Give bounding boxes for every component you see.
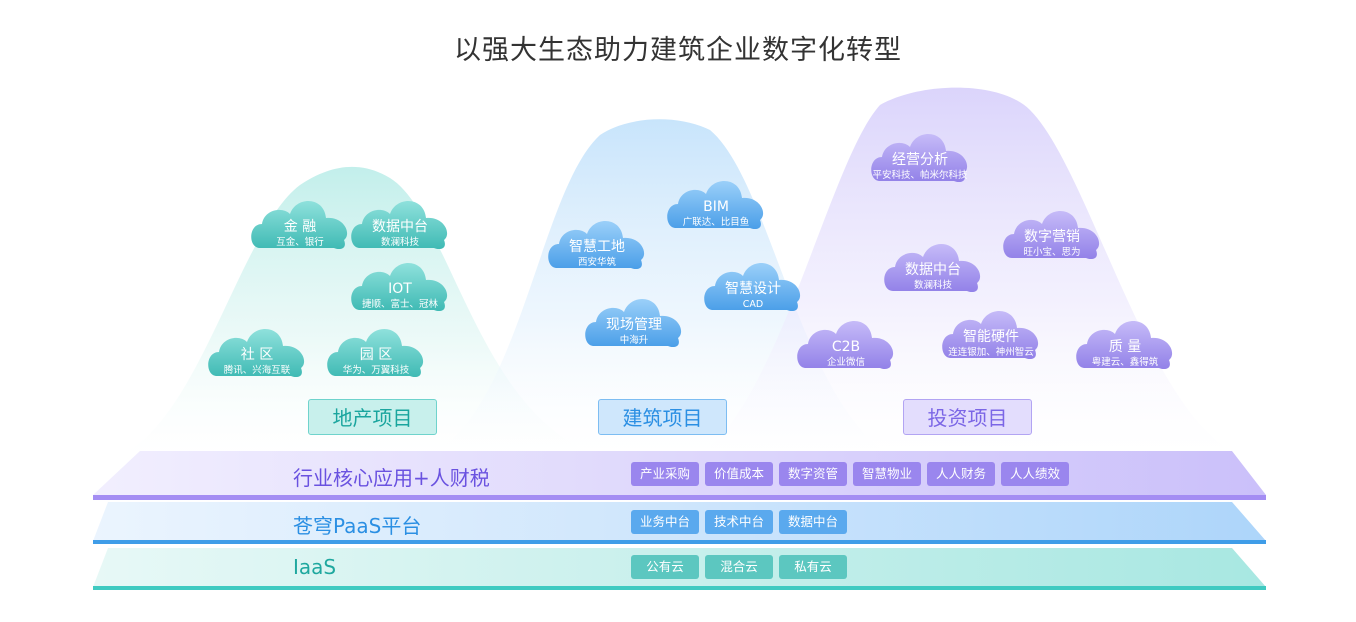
tag-iaas: 混合云: [705, 555, 773, 579]
cloud-shape: [351, 200, 448, 250]
cloud-title: BIM: [703, 199, 729, 215]
cloud-title: 数据中台: [372, 219, 428, 235]
tag-paas: 业务中台: [631, 510, 699, 534]
cloud-title: 数据中台: [905, 262, 961, 278]
cloud-shequ: 社 区腾讯、兴海互联: [208, 328, 305, 378]
cloud-shape: [251, 200, 348, 250]
cloud-subtitle: 数澜科技: [914, 279, 953, 291]
project-label-construction: 建筑项目: [598, 399, 727, 435]
cloud-subtitle: 捷顺、富士、冠林: [362, 298, 439, 310]
cloud-title: 现场管理: [606, 317, 662, 333]
project-label-realestate: 地产项目: [308, 399, 437, 435]
cloud-subtitle: 企业微信: [827, 356, 865, 368]
page-title: 以强大生态助力建筑企业数字化转型: [454, 35, 902, 66]
cloud-shape: [351, 262, 448, 312]
cloud-shape: [884, 243, 981, 293]
tag-industry: 人人绩效: [1001, 462, 1069, 486]
tag-industry: 数字资管: [779, 462, 847, 486]
cloud-shape: [208, 328, 305, 378]
cloud-title: C2B: [832, 339, 860, 355]
cloud-subtitle: 连连银加、神州智云: [948, 346, 1034, 358]
cloud-subtitle: 广联达、比目鱼: [683, 216, 750, 228]
cloud-shape: [327, 328, 424, 378]
cloud-shape: [871, 133, 968, 183]
cloud-title: 智慧工地: [569, 239, 625, 255]
cloud-subtitle: 华为、万翼科技: [343, 364, 410, 376]
layer-paas-label: 苍穹PaaS平台: [293, 514, 422, 538]
tag-industry: 智慧物业: [853, 462, 921, 486]
cloud-zhsj: 智慧设计 CAD: [704, 262, 801, 312]
cloud-title: 园 区: [360, 347, 392, 363]
cloud-yuanqu: 园 区华为、万翼科技: [327, 328, 424, 378]
cloud-subtitle: 数澜科技: [381, 236, 420, 248]
cloud-subtitle: 中海升: [620, 334, 649, 346]
layer-iaas-label: IaaS: [293, 555, 337, 579]
cloud-subtitle: CAD: [743, 299, 763, 310]
cloud-shape: [942, 310, 1039, 360]
tag-industry: 人人财务: [927, 462, 995, 486]
cloud-title: 质 量: [1109, 339, 1141, 355]
tag-paas: 数据中台: [779, 510, 847, 534]
cloud-subtitle: 旺小宝、思为: [1023, 246, 1080, 258]
cloud-shape: [585, 298, 682, 348]
project-label-investment: 投资项目: [903, 399, 1032, 435]
cloud-shape: [667, 180, 764, 230]
cloud-title: 数字营销: [1024, 229, 1080, 245]
cloud-subtitle: 平安科技、帕米尔科技: [872, 169, 968, 181]
cloud-shape: [1076, 320, 1173, 370]
cloud-shape: [548, 220, 645, 270]
cloud-shape: [704, 262, 801, 312]
cloud-title: 经营分析: [892, 152, 948, 168]
tag-industry: 产业采购: [631, 462, 699, 486]
cloud-title: 金 融: [284, 219, 316, 235]
cloud-shape: [797, 320, 894, 370]
tag-iaas: 私有云: [779, 555, 847, 579]
cloud-jinrong: 金 融互金、银行: [251, 200, 348, 250]
mountain-realestate: [120, 166, 600, 456]
cloud-title: IOT: [388, 281, 412, 297]
cloud-title: 社 区: [241, 347, 273, 363]
cloud-subtitle: 西安华筑: [578, 256, 617, 268]
tag-paas: 技术中台: [705, 510, 773, 534]
tag-iaas: 公有云: [631, 555, 699, 579]
layer-industry-label: 行业核心应用+人财税: [293, 466, 490, 490]
cloud-shape: [1003, 210, 1100, 260]
cloud-title: 智能硬件: [963, 329, 1019, 345]
cloud-title: 智慧设计: [725, 281, 781, 297]
cloud-subtitle: 互金、银行: [276, 236, 324, 248]
tag-industry: 价值成本: [705, 462, 773, 486]
cloud-subtitle: 粤建云、鑫得筑: [1092, 356, 1159, 368]
cloud-subtitle: 腾讯、兴海互联: [224, 364, 291, 376]
